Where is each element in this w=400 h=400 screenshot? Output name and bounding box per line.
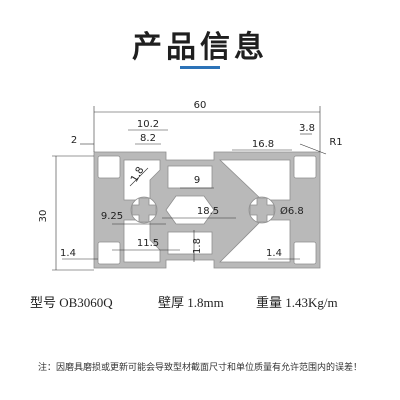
dim-right-width: 16.8 (252, 139, 274, 150)
page-title: 产品信息 (132, 30, 268, 65)
dim-corner-left: 1.4 (60, 248, 76, 259)
dimension-lines (52, 106, 327, 271)
dim-left-span: 9.25 (101, 211, 123, 222)
spec-wall-thickness: 壁厚 1.8mm (158, 295, 224, 310)
dim-slot-inner: 8.2 (140, 133, 156, 144)
dim-radius: R1 (329, 137, 342, 148)
dim-bottom-slot: 11.5 (137, 238, 159, 249)
dim-lip: 3.8 (299, 123, 315, 134)
dim-slot-depth: 9 (194, 175, 200, 186)
profile-cavities (97, 155, 317, 265)
dim-web: 1.8 (192, 238, 203, 254)
bore-details (131, 197, 275, 223)
dim-slot-top: 10.2 (137, 119, 159, 130)
disclaimer-note: 注：因磨具磨损或更新可能会导致型材截面尺寸和单位质量有允许范围内的误差！ (37, 363, 362, 373)
spec-row: 型号 OB3060Q 壁厚 1.8mm 重量 1.43Kg/m (30, 292, 390, 312)
dim-center-span: 18.5 (197, 206, 219, 217)
dim-bore: Ø6.8 (280, 205, 304, 217)
spec-weight: 重量 1.43Kg/m (256, 295, 338, 310)
dim-overall-width: 60 (194, 100, 207, 111)
spec-model: 型号 OB3060Q (30, 295, 113, 310)
dim-left-offset: 2 (71, 135, 77, 146)
dim-height: 30 (38, 210, 49, 223)
title-underline (180, 66, 220, 69)
dim-corner-right: 1.4 (266, 248, 282, 259)
